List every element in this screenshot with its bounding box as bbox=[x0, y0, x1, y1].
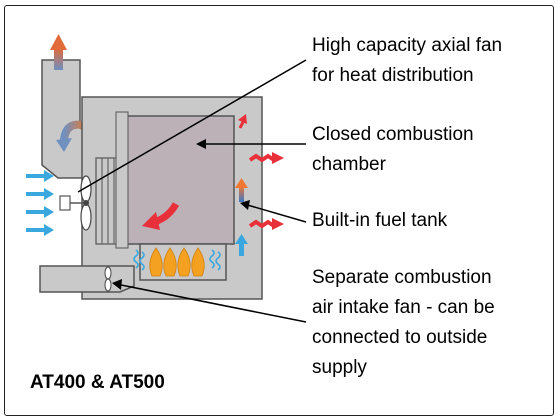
intake-label-line-2: air intake fan - can be bbox=[312, 297, 495, 318]
intake-fan-icon bbox=[104, 266, 112, 292]
tank-label-line-1: Built-in fuel tank bbox=[312, 210, 448, 231]
diagram-frame bbox=[4, 5, 554, 416]
chamber-label-line-1: Closed combustion bbox=[312, 124, 474, 145]
fan-leader-line bbox=[77, 59, 307, 193]
flames bbox=[149, 247, 205, 277]
flue-exhaust-arrow bbox=[50, 34, 67, 70]
warm-air-arrows bbox=[238, 114, 284, 230]
intake-label: Separate combustion air intake fan - can… bbox=[312, 263, 495, 383]
intake-leader-line bbox=[115, 283, 307, 323]
burner-air-swirls bbox=[133, 249, 221, 271]
fan-label: High capacity axial fan for heat distrib… bbox=[312, 31, 502, 91]
tank-leader-line bbox=[243, 203, 307, 223]
warm-air-arrow bbox=[238, 114, 247, 129]
fuel-tank-airflow-arrows bbox=[235, 178, 248, 256]
leader-lines bbox=[77, 59, 307, 323]
cold-air-arrow bbox=[26, 170, 54, 182]
tank-label: Built-in fuel tank bbox=[312, 206, 447, 236]
axial-fan-icon bbox=[59, 175, 92, 231]
intake-label-line-4: supply bbox=[312, 357, 367, 378]
model-caption: AT400 & AT500 bbox=[30, 372, 165, 393]
chamber-label: Closed combustion chamber bbox=[312, 120, 474, 180]
circulation-arrow bbox=[142, 202, 180, 230]
intake-label-line-3: connected to outside bbox=[312, 327, 488, 348]
intake-label-line-1: Separate combustion bbox=[312, 267, 492, 288]
cold-air-arrow bbox=[26, 206, 54, 218]
warm-air-arrow bbox=[248, 218, 284, 230]
chamber-label-line-2: chamber bbox=[312, 154, 386, 175]
cold-air-arrows bbox=[26, 170, 54, 236]
cold-air-arrow bbox=[26, 188, 54, 200]
combustion-chamber bbox=[115, 111, 235, 249]
cold-air-arrow bbox=[26, 224, 54, 236]
warm-air-arrow bbox=[248, 152, 284, 164]
fan-label-line-1: High capacity axial fan bbox=[312, 35, 503, 56]
fan-label-line-2: for heat distribution bbox=[312, 65, 474, 86]
